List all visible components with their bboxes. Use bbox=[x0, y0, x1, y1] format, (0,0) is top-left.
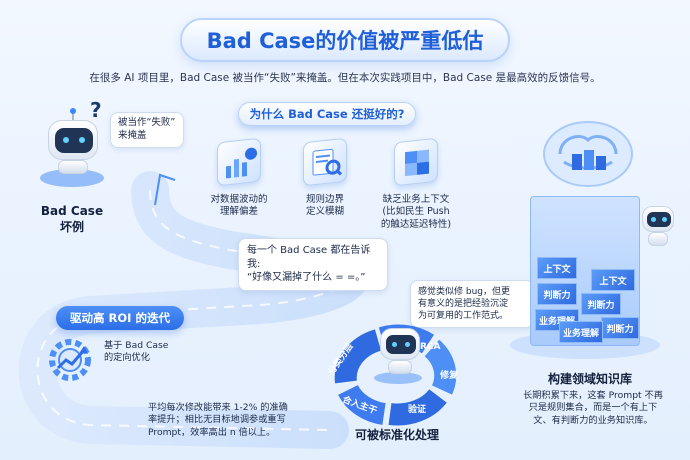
page-title: Bad Case的价值被严重低估 bbox=[180, 18, 510, 62]
cube-context-1: 上下文 bbox=[537, 257, 577, 279]
sad-robot-icon bbox=[44, 108, 102, 176]
page-subtitle: 在很多 AI 项目里，Bad Case 被当作“失败”来掩盖。但在本次实践项目中… bbox=[89, 72, 601, 84]
growth-gear-icon bbox=[42, 332, 98, 388]
knowledge-tower: 上下文 上下文 判断力 判断力 判断力 业务理解 业务理解 bbox=[530, 196, 640, 346]
cube-business-2: 业务理解 bbox=[559, 321, 603, 343]
why-item-context: 缺乏业务上下文 (比如民生 Push 的触达延迟特性) bbox=[368, 137, 464, 231]
helper-robot-icon bbox=[640, 204, 676, 248]
working-robot-icon bbox=[378, 326, 422, 376]
knowledge-label: 构建领域知识库 bbox=[547, 372, 632, 386]
left-robot-bubble: 被当作“失败” 来掩盖 bbox=[110, 112, 184, 148]
question-mark-icon: ? bbox=[90, 98, 102, 122]
cycle-step-rca: RCA bbox=[420, 342, 441, 352]
cycle-step-verify: 验证 bbox=[408, 405, 427, 415]
why-item-rules: 规则边界 定义模糊 bbox=[290, 137, 360, 219]
why-header-pill: 为什么 Bad Case 还挺好的? bbox=[238, 102, 416, 126]
standardize-label: 可被标准化处理 bbox=[354, 428, 439, 442]
cube-judgment-3: 判断力 bbox=[601, 317, 639, 339]
cube-judgment-2: 判断力 bbox=[581, 293, 621, 315]
why-item-data: 对数据波动的 理解偏差 bbox=[204, 137, 274, 219]
cube-judgment-1: 判断力 bbox=[537, 283, 577, 305]
standardize-bubble: 感觉类似修 bug，但更 有意义的是把经验沉淀 为可复用的工作范式。 bbox=[410, 280, 534, 329]
puzzle-icon bbox=[394, 137, 438, 187]
knowledge-note: 长期积累下来，这套 Prompt 不再 只是规则集合，而是一个有上下 文、有判断… bbox=[523, 390, 663, 426]
tell-bubble: 每一个 Bad Case 都在告诉我: “好像又漏掉了什么 = =。” bbox=[238, 238, 388, 291]
bad-case-label: Bad Case 坏例 bbox=[40, 204, 104, 234]
brain-icon bbox=[540, 118, 636, 192]
document-search-icon bbox=[303, 137, 347, 187]
cube-context-2: 上下文 bbox=[591, 269, 635, 291]
page-title-text: Bad Case的价值被严重低估 bbox=[206, 29, 484, 53]
chart-icon bbox=[217, 137, 261, 187]
roi-desc: 基于 Bad Case 的定向优化 bbox=[104, 340, 169, 364]
roi-pill: 驱动高 ROI 的迭代 bbox=[56, 306, 184, 330]
roi-note: 平均每次修改能带来 1-2% 的准确 率提升；相比无目标地调参或重写 Promp… bbox=[148, 402, 288, 438]
cycle-step-fix: 修复 bbox=[440, 371, 459, 381]
